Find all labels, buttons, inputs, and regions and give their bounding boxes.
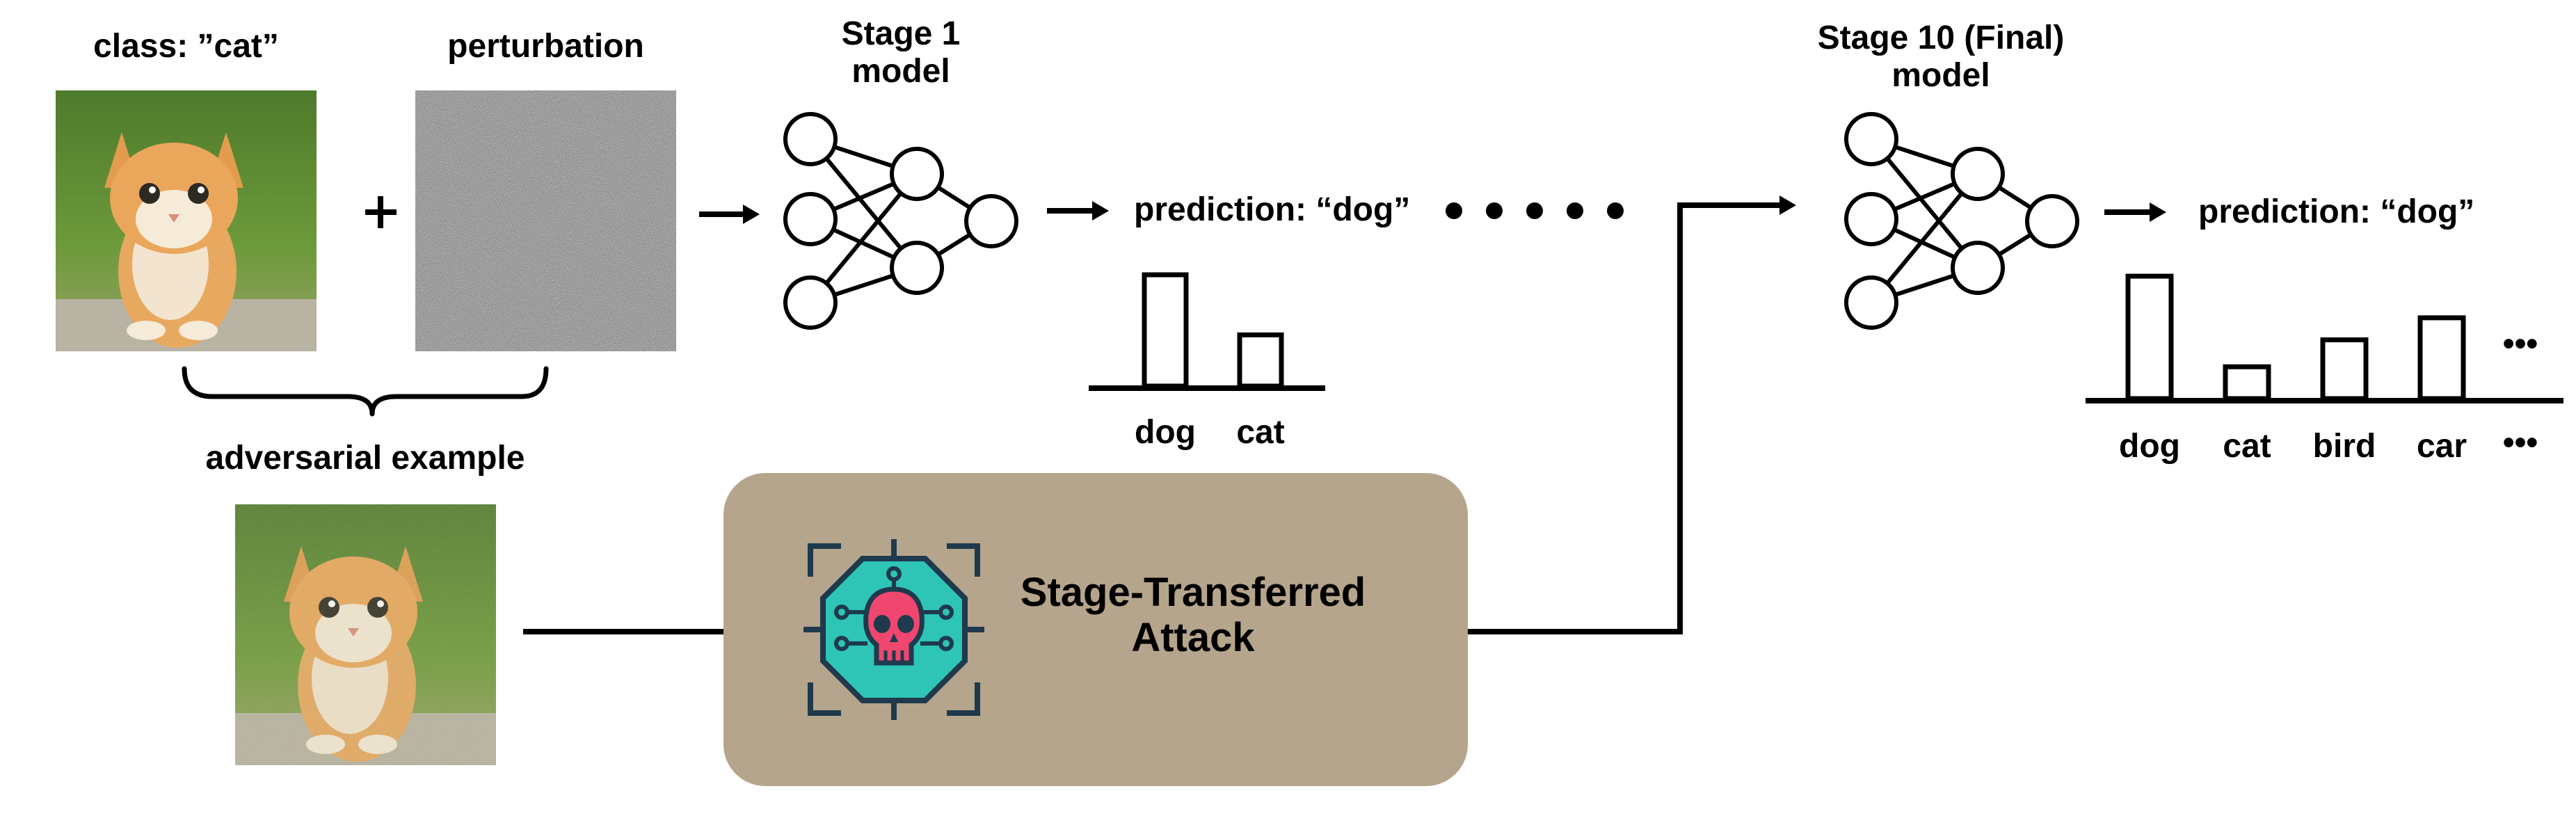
final-bar-bird: [2320, 337, 2369, 401]
stage1-bar-label-cat: cat: [1236, 414, 1285, 451]
stage1-bar-chart: [1089, 272, 1325, 391]
final-prediction: prediction: “dog”: [2198, 193, 2475, 230]
stage1-title-line2: model: [851, 52, 950, 90]
connector-attack-to-final: [1468, 195, 1796, 634]
final-bar-chart: [2086, 273, 2563, 403]
skull-target-icon: [803, 539, 984, 720]
stage1-title-line1: Stage 1: [841, 15, 961, 52]
final-title: Stage 10 (Final) model: [1781, 19, 2101, 95]
stage-transferred-attack-box: Stage-Transferred Attack: [723, 473, 1468, 786]
final-title-line2: model: [1891, 56, 1990, 94]
stage1-network-icon: [783, 112, 1018, 330]
stage1-prediction: prediction: “dog”: [1134, 191, 1411, 228]
perturbation-label: perturbation: [447, 28, 644, 65]
final-more-bars-ellipsis: •••: [2502, 326, 2538, 362]
cat-image: [56, 90, 317, 351]
adversarial-example-label: adversarial example: [205, 440, 525, 477]
attack-title: Stage-Transferred Attack: [988, 570, 1398, 661]
final-bar-label-dog: dog: [2119, 428, 2180, 465]
stage1-bar-cat: [1237, 332, 1284, 389]
final-bar-label-cat: cat: [2223, 428, 2271, 465]
final-bar-cat: [2223, 364, 2271, 401]
stage1-title: Stage 1 model: [762, 15, 1040, 90]
plus-icon: [365, 196, 397, 228]
final-title-line1: Stage 10 (Final): [1817, 19, 2065, 56]
final-bar-label-bird: bird: [2312, 428, 2376, 465]
final-more-labels-ellipsis: •••: [2502, 424, 2538, 461]
final-bar-label-car: car: [2416, 428, 2467, 465]
attack-title-line2: Attack: [1131, 614, 1255, 660]
perturbation-image: [415, 90, 676, 351]
final-network-icon: [1844, 112, 2079, 330]
final-bar-car: [2417, 315, 2466, 401]
attack-title-line1: Stage-Transferred: [1020, 570, 1366, 615]
class-label: class: ”cat”: [93, 28, 279, 65]
final-bar-dog: [2125, 273, 2174, 401]
arrow-to-prediction-final: [2104, 202, 2166, 222]
arrow-to-prediction1: [1047, 201, 1109, 221]
adversarial-image: [235, 504, 496, 765]
curly-brace: [182, 366, 549, 417]
stage1-bar-dog: [1142, 272, 1189, 389]
ellipsis-dots: [1446, 202, 1624, 219]
arrow-to-stage1: [699, 205, 760, 224]
stage1-bar-label-dog: dog: [1135, 414, 1196, 451]
